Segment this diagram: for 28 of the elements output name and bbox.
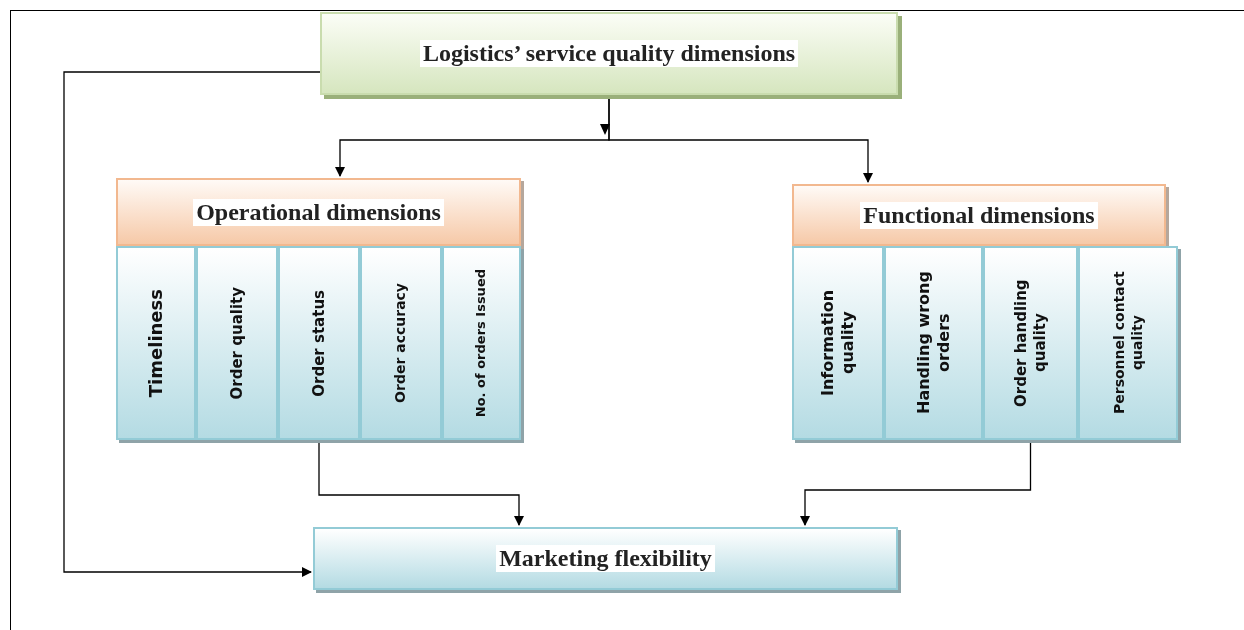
dimension-label: Order handling quality bbox=[1011, 278, 1050, 409]
dimension-label: Personnel contact quality bbox=[1110, 270, 1146, 417]
outcome-box bbox=[313, 527, 898, 590]
dimension-label: Order accuracy bbox=[392, 283, 410, 403]
dimension-box bbox=[196, 246, 278, 440]
dimension-box bbox=[884, 246, 983, 440]
arrow bbox=[63, 71, 321, 577]
dimension-label: Information quality bbox=[818, 288, 858, 399]
dimension-label: No. of orders Issued bbox=[473, 268, 490, 418]
box-label: Operational dimensions bbox=[193, 198, 444, 226]
dimension-box bbox=[116, 246, 196, 440]
category-header-box bbox=[116, 178, 521, 246]
dimension-box bbox=[442, 246, 521, 440]
dimension-label: Order quality bbox=[227, 286, 247, 400]
box-label: Marketing flexibility bbox=[496, 545, 715, 572]
box-label: Functional dimensions bbox=[860, 201, 1098, 229]
box-label: Logistics’ service quality dimensions bbox=[419, 40, 799, 67]
dimension-box bbox=[1078, 246, 1178, 440]
arrow bbox=[318, 440, 524, 526]
dimension-box bbox=[360, 246, 442, 440]
dimension-label: Order status bbox=[309, 289, 329, 397]
dimension-box bbox=[983, 246, 1078, 440]
dimension-label: Handling wrong orders bbox=[913, 270, 954, 417]
category-header-box bbox=[792, 184, 1166, 246]
dimension-box bbox=[278, 246, 360, 440]
arrow bbox=[800, 440, 1032, 526]
dimension-label: Timeliness bbox=[144, 288, 167, 398]
dimension-box bbox=[792, 246, 884, 440]
